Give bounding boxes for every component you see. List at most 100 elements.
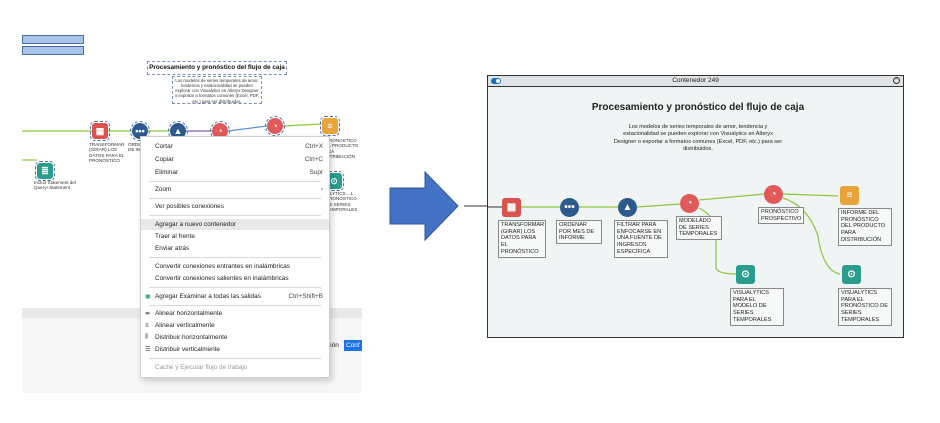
sort-tool[interactable]: ••• bbox=[130, 121, 150, 141]
transform-icon: ▦ bbox=[95, 125, 105, 136]
binoculars-icon: ⊙ bbox=[330, 175, 338, 186]
container-header[interactable]: Contenedor 249 ⌃ bbox=[488, 76, 903, 87]
model-icon: ◔ bbox=[686, 198, 693, 209]
r-report-tool-label: INFORME DEL PRONÓSTICO DEL PRODUCTO PARA… bbox=[838, 208, 892, 246]
menu-item-convert-incoming-label: Convertir conexiones entrantes en inalám… bbox=[155, 263, 290, 270]
input-tool[interactable]: ≣ bbox=[35, 161, 55, 181]
menu-item-bring-front-label: Traer al frente bbox=[155, 233, 195, 240]
menu-item-delete[interactable]: Eliminar Supr bbox=[141, 167, 329, 178]
menu-item-copy[interactable]: Copiar Ctrl+C bbox=[141, 154, 329, 165]
menu-item-add-browse[interactable]: ▣ Agregar Examinar a todas las salidas Ctr… bbox=[141, 291, 329, 302]
menu-separator-2 bbox=[149, 198, 321, 199]
bottom-strip-text: ción bbox=[327, 342, 339, 349]
forecast-icon: ◔ bbox=[770, 189, 777, 200]
toolbar-bar-2[interactable] bbox=[22, 46, 84, 55]
menu-item-distribute-horizontal[interactable]: ⫼Distribuir horizontalmente bbox=[141, 332, 329, 343]
toolbar-bar-1[interactable] bbox=[22, 35, 84, 44]
menu-item-send-back-label: Enviar atrás bbox=[155, 245, 190, 252]
bottom-strip-button[interactable]: Conf bbox=[344, 340, 362, 351]
menu-item-delete-label: Eliminar bbox=[155, 169, 179, 176]
menu-item-copy-shortcut: Ctrl+C bbox=[304, 156, 323, 163]
menu-item-cache-run[interactable]: Caché y Ejecutar flujo de trabajo bbox=[141, 362, 329, 373]
container-wires bbox=[488, 193, 841, 275]
menu-item-cache-run-label: Caché y Ejecutar flujo de trabajo bbox=[155, 364, 248, 371]
transform-tool-label: TRANSFORMAR (GIRAR) LOS DATOS PARA EL PR… bbox=[89, 142, 125, 163]
r-visualytics-model-tool-label: VISUALYTICS PARA EL MODELO DE SERIES TEM… bbox=[730, 288, 784, 326]
r-model-tool[interactable]: ◔ bbox=[680, 194, 699, 213]
forecast-icon: ◔ bbox=[272, 121, 278, 131]
left-container-note[interactable]: Los modelos de series temporales de amor… bbox=[172, 76, 262, 104]
r-forecast-tool[interactable]: ◔ bbox=[764, 185, 783, 204]
r-transform-tool-label: TRANSFORMAR (GIRAR) LOS DATOS PARA EL PR… bbox=[498, 220, 546, 258]
menu-separator-1 bbox=[149, 181, 321, 182]
menu-item-add-browse-label: Agregar Examinar a todas las salidas bbox=[155, 293, 261, 300]
menu-separator-3 bbox=[149, 215, 321, 216]
visualytics-tool-left[interactable]: ⊙ bbox=[324, 171, 344, 191]
model-tool[interactable]: ◔ bbox=[210, 121, 230, 141]
transform-tool[interactable]: ▦ bbox=[90, 121, 110, 141]
r-sort-tool[interactable]: ••• bbox=[560, 198, 579, 217]
sort-icon: ••• bbox=[564, 202, 575, 213]
menu-item-distribute-vertical-label: Distribuir verticalmente bbox=[155, 346, 220, 353]
model-icon: ◔ bbox=[217, 126, 223, 136]
forecast-tool[interactable]: ◔ bbox=[265, 116, 285, 136]
r-visualytics-forecast-tool[interactable]: ⊙ bbox=[842, 265, 861, 284]
arrow-right-icon bbox=[389, 170, 459, 242]
menu-item-align-vertical[interactable]: ≡ Alinear verticalmente bbox=[141, 320, 329, 331]
sort-icon: ••• bbox=[135, 126, 145, 136]
r-report-tool[interactable]: ≡ bbox=[840, 186, 859, 205]
r-filter-tool-label: FILTRAR PARA ENFOCARSE EN UNA FUENTE DE … bbox=[614, 220, 668, 258]
left-wires bbox=[22, 123, 323, 161]
sort-tool-label: ORDE... DE INF... bbox=[128, 142, 147, 153]
menu-item-bring-front[interactable]: Traer al frente bbox=[141, 231, 329, 242]
menu-item-distribute-vertical[interactable]: ☰ Distribuir verticalmente bbox=[141, 344, 329, 355]
menu-item-copy-label: Copiar bbox=[155, 156, 174, 163]
filter-tool[interactable]: ▲ bbox=[168, 121, 188, 141]
r-visualytics-forecast-tool-label: VISUALYTICS PARA EL PRONÓSTICO DE SERIES… bbox=[838, 288, 892, 326]
menu-item-convert-outgoing[interactable]: Convertir conexiones salientes en inalám… bbox=[141, 273, 329, 284]
menu-item-convert-incoming[interactable]: Convertir conexiones entrantes en inalám… bbox=[141, 261, 329, 272]
binoculars-icon: ⊙ bbox=[741, 269, 750, 280]
menu-item-align-vertical-label: Alinear verticalmente bbox=[155, 322, 215, 329]
report-tool[interactable]: ≡ bbox=[320, 116, 340, 136]
collapse-icon[interactable]: ⌃ bbox=[893, 77, 900, 84]
menu-item-delete-shortcut: Supr bbox=[309, 169, 324, 176]
menu-item-add-browse-shortcut: Ctrl+Shift+B bbox=[288, 293, 323, 300]
filter-icon: ▲ bbox=[622, 202, 633, 213]
menu-item-send-back[interactable]: Enviar atrás bbox=[141, 243, 329, 254]
report-icon: ≡ bbox=[327, 121, 333, 131]
menu-item-align-horizontal-label: Alinear horizontalmente bbox=[155, 310, 223, 317]
left-container-title[interactable]: Procesamiento y pronóstico del flujo de … bbox=[147, 61, 287, 75]
container-note[interactable]: Los modelos de series temporales de amor… bbox=[613, 124, 783, 152]
r-transform-tool[interactable]: ▦ bbox=[502, 198, 521, 217]
menu-item-zoom-label: Zoom bbox=[155, 186, 172, 193]
menu-item-view-connections-label: Ver posibles conexiones bbox=[155, 203, 224, 210]
visualytics-tool-label-left: ...LYTICS ...L PRONÓSTICO DE SERIES TEMP… bbox=[326, 191, 358, 212]
menu-separator-7 bbox=[149, 358, 321, 359]
r-forecast-tool-label: PRONÓSTICO PROSPECTIVO bbox=[758, 207, 804, 225]
menu-item-add-container-label: Agregar a nuevo contenedor bbox=[155, 221, 237, 228]
container-title[interactable]: Procesamiento y pronóstico del flujo de … bbox=[591, 102, 805, 113]
menu-item-align-horizontal[interactable]: ⇹ Alinear horizontalmente bbox=[141, 308, 329, 319]
menu-item-cut-shortcut: Ctrl+X bbox=[305, 143, 323, 150]
r-visualytics-model-tool[interactable]: ⊙ bbox=[736, 265, 755, 284]
distribute-vertical-icon: ☰ bbox=[145, 347, 151, 353]
container-header-title: Contenedor 249 bbox=[672, 77, 719, 84]
align-horizontal-icon: ⇹ bbox=[145, 311, 151, 317]
browse-icon: ▣ bbox=[145, 294, 151, 300]
align-vertical-icon: ≡ bbox=[145, 322, 149, 329]
r-filter-tool[interactable]: ▲ bbox=[618, 198, 637, 217]
menu-item-zoom[interactable]: Zoom › bbox=[141, 184, 329, 195]
menu-item-view-connections[interactable]: Ver posibles conexiones bbox=[141, 201, 329, 212]
r-model-tool-label: MODELADO DE SERIES TEMPORALES bbox=[676, 216, 722, 241]
binoculars-icon: ⊙ bbox=[847, 269, 856, 280]
distribute-horizontal-icon: ⫼ bbox=[145, 334, 148, 340]
menu-item-add-container[interactable]: Agregar a nuevo contenedor bbox=[141, 219, 329, 230]
toggle-icon[interactable] bbox=[491, 78, 501, 84]
menu-separator-6 bbox=[149, 305, 321, 306]
r-sort-tool-label: ORDENAR POR MES DE INFORME bbox=[556, 220, 602, 245]
chevron-right-icon: › bbox=[320, 186, 323, 193]
container-panel[interactable]: Contenedor 249 ⌃ Procesamiento y pronóst… bbox=[487, 75, 904, 338]
